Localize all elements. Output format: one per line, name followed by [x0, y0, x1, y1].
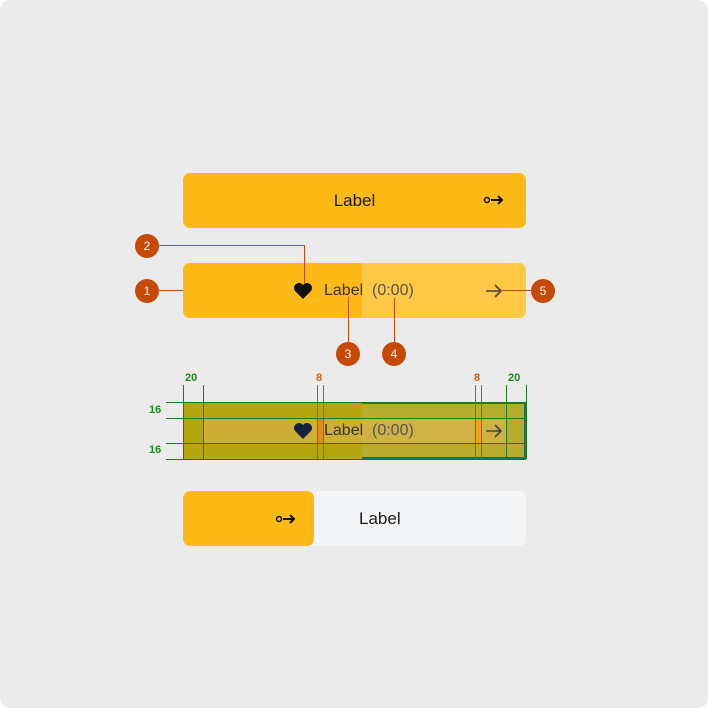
split-button[interactable]: Label: [183, 491, 526, 546]
padding-right-value: 20: [508, 372, 521, 384]
heart-icon: [294, 283, 312, 299]
key-arrow-icon: [275, 514, 296, 524]
padding-top-value: 16: [149, 404, 162, 416]
timer: (0:00): [372, 282, 414, 299]
marker-2: 2: [135, 234, 159, 258]
marker-3: 3: [336, 342, 360, 366]
arrow-right-icon: [486, 424, 503, 438]
arrow-right-icon: [486, 284, 503, 298]
padding-left-value: 20: [185, 372, 198, 384]
marker-4: 4: [382, 342, 406, 366]
progress-fill: [183, 263, 362, 318]
primary-button[interactable]: Label: [183, 173, 526, 228]
gap-left-value: 8: [316, 372, 323, 384]
progress-button[interactable]: Label (0:00): [183, 263, 526, 318]
spec-label: Label: [324, 422, 364, 439]
spec-box: Label (0:00): [183, 402, 526, 459]
button-label: Label: [359, 509, 401, 528]
button-label: Label: [333, 191, 376, 210]
button-label: Label: [324, 282, 364, 299]
key-arrow-icon: [483, 195, 504, 205]
spec-timer: (0:00): [372, 422, 414, 439]
marker-1: 1: [135, 279, 159, 303]
padding-bottom-value: 16: [149, 444, 162, 456]
split-icon-segment: [183, 491, 314, 546]
marker-5: 5: [531, 279, 555, 303]
gap-right-value: 8: [474, 372, 481, 384]
heart-icon: [294, 423, 312, 439]
